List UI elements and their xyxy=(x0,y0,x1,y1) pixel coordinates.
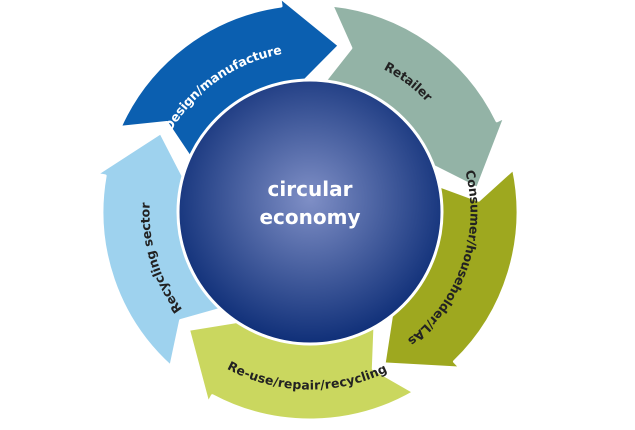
center-label-line2: economy xyxy=(259,205,360,229)
center-disc xyxy=(176,78,444,346)
center-label-line1: circular xyxy=(268,177,353,201)
